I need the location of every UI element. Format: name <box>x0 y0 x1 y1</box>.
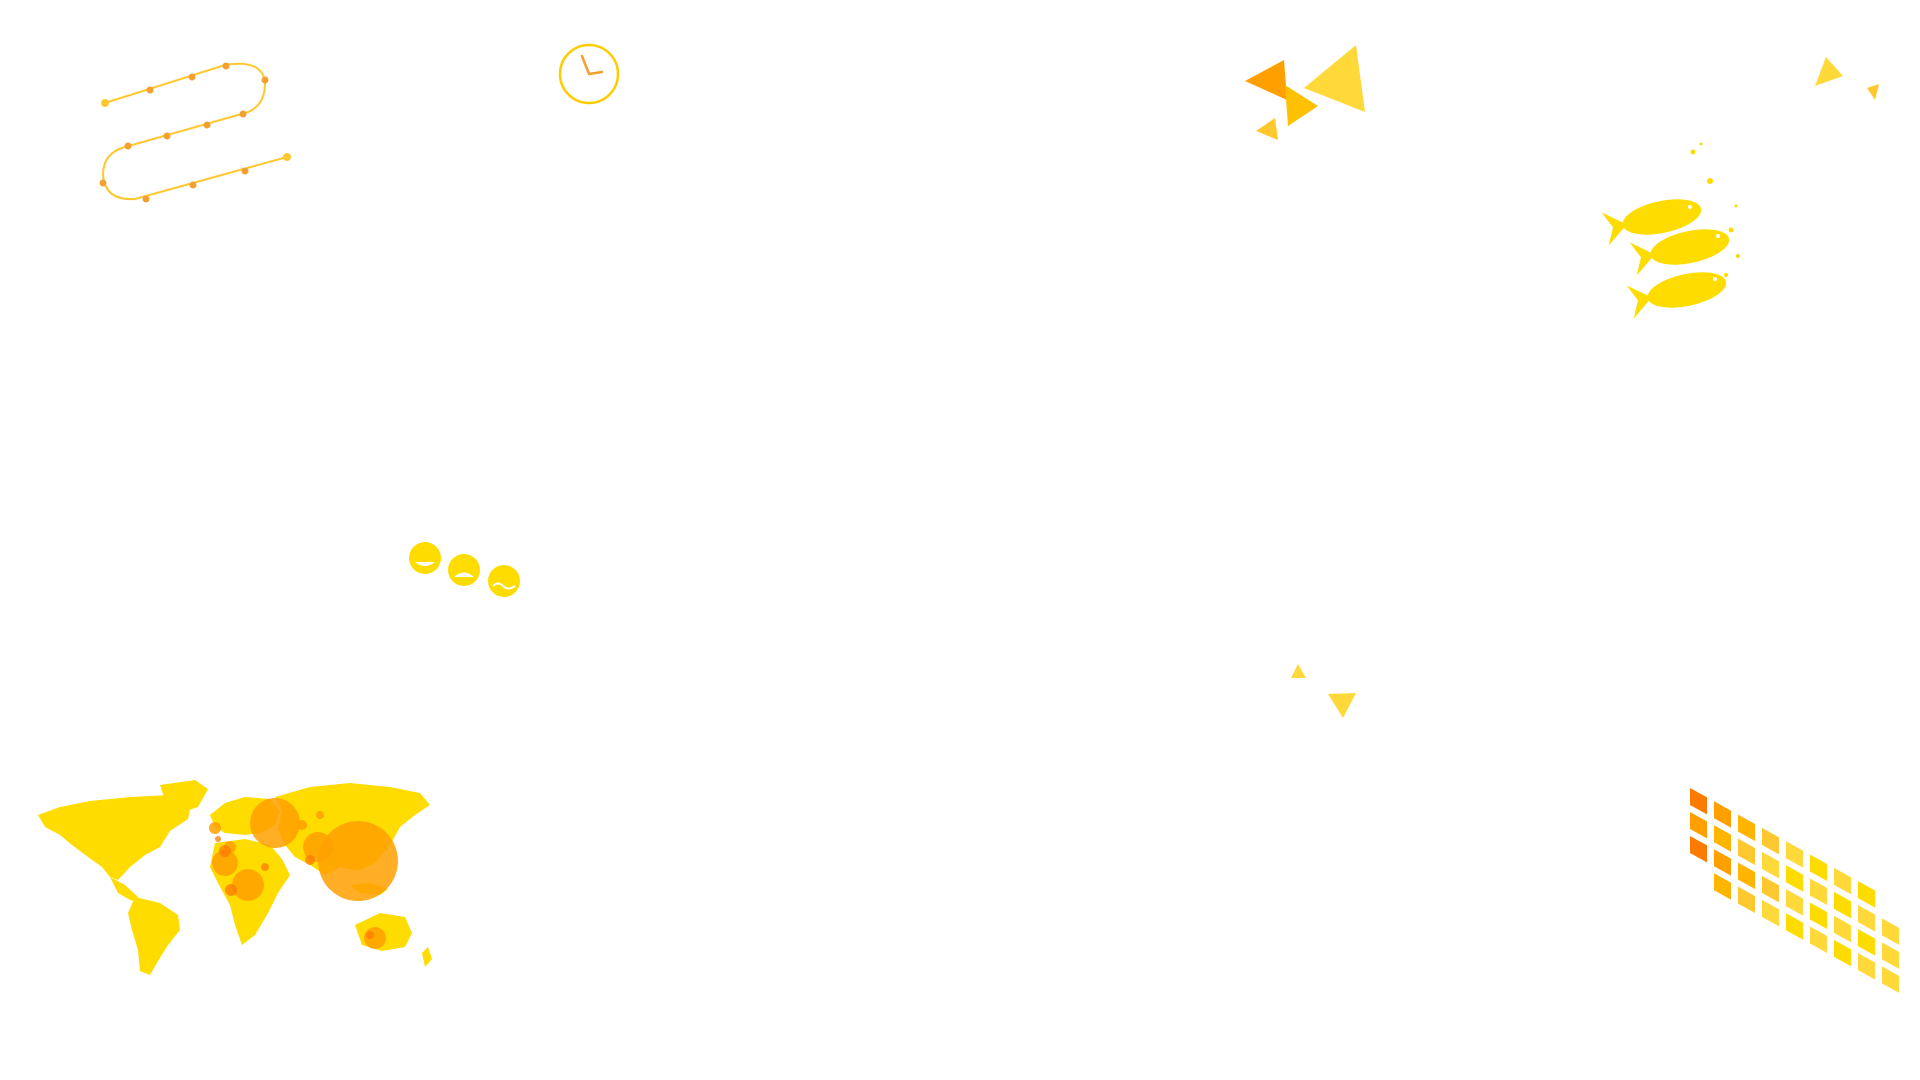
clock-icon <box>558 43 620 105</box>
fish-school-icon <box>1598 140 1753 340</box>
falling-triangles-icon <box>1288 662 1358 724</box>
grid-cell <box>1786 889 1803 916</box>
grid-cell <box>1762 827 1779 855</box>
grid-cell <box>1714 801 1731 828</box>
grid-cell <box>1834 915 1851 943</box>
grid-cell <box>1858 881 1875 908</box>
grid-cell <box>1714 825 1731 852</box>
small-triangles-icon <box>1810 55 1885 105</box>
dotted-path-icon <box>95 55 305 215</box>
grid-cell <box>1882 918 1899 945</box>
grid-cell <box>1810 926 1827 953</box>
grid-cell <box>1882 942 1899 969</box>
grid-cell <box>1858 905 1875 932</box>
grid-cell <box>1762 851 1779 879</box>
grid-cell <box>1834 891 1851 919</box>
color-grid-icon <box>1680 780 1910 993</box>
grid-cell <box>1690 836 1707 863</box>
grid-cell <box>1690 788 1707 815</box>
grid-cell <box>1786 841 1803 868</box>
grid-cell <box>1810 902 1827 929</box>
grid-cell <box>1882 966 1899 993</box>
grid-cell <box>1738 838 1755 866</box>
grid-cell <box>1762 899 1779 927</box>
grid-cell <box>1786 913 1803 940</box>
grid-cell <box>1810 854 1827 881</box>
grid-cell <box>1834 939 1851 967</box>
grid-cell <box>1762 875 1779 903</box>
grid-cell <box>1738 886 1755 914</box>
grid-cell <box>1714 849 1731 876</box>
grid-cell <box>1834 867 1851 895</box>
grid-cell <box>1858 953 1875 980</box>
grid-cell <box>1738 814 1755 842</box>
world-map-icon <box>20 775 440 980</box>
triangles-cluster-icon <box>1242 45 1372 145</box>
grid-cell <box>1714 873 1731 900</box>
grid-cell <box>1858 929 1875 956</box>
grid-cell <box>1786 865 1803 892</box>
grid-cell <box>1738 862 1755 890</box>
emoji-faces-icon <box>407 540 527 600</box>
grid-cell <box>1810 878 1827 905</box>
grid-cell <box>1690 812 1707 839</box>
